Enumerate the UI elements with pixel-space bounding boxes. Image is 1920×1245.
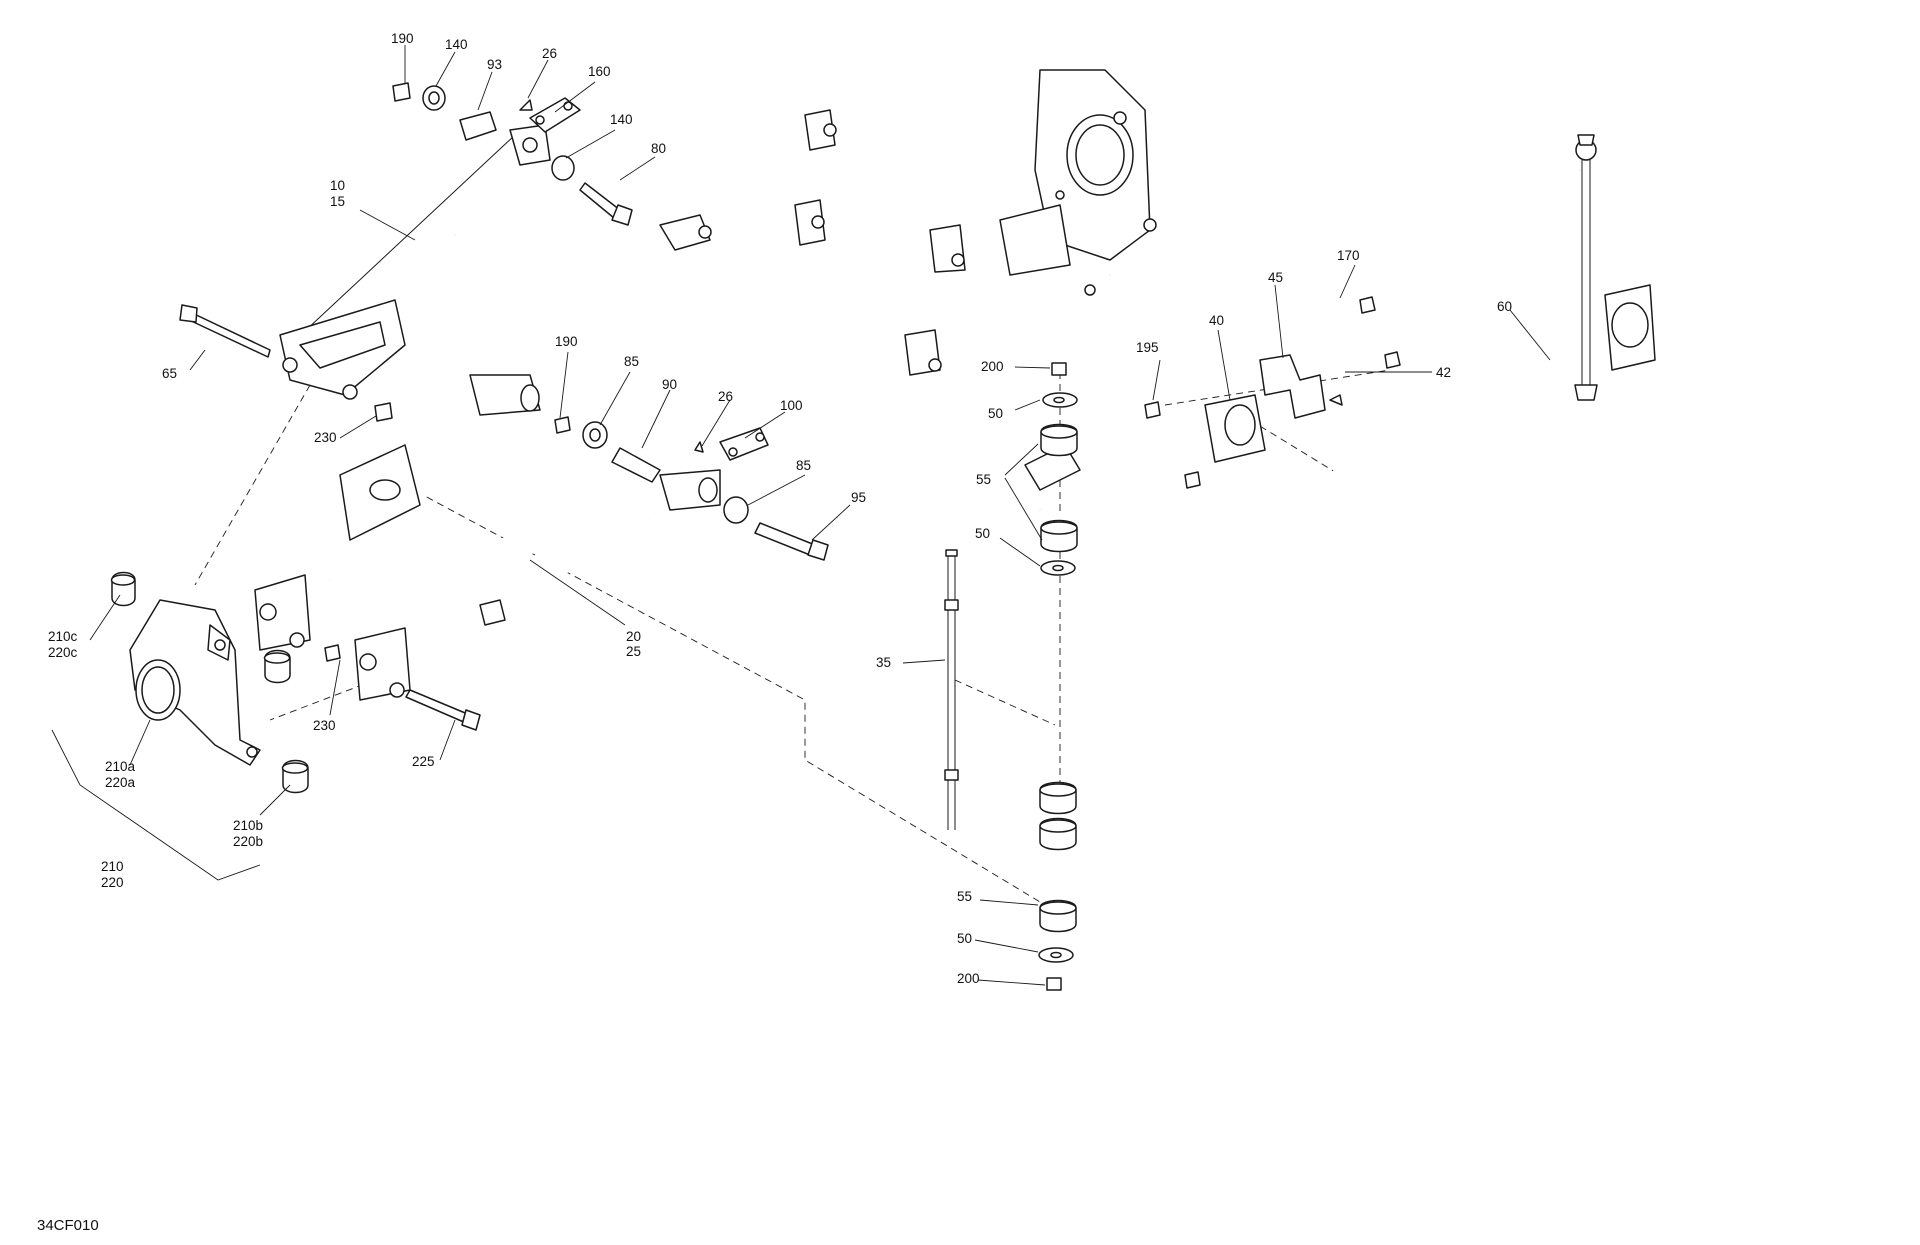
- callout-label: 220c: [48, 645, 78, 660]
- callout-label: 225: [412, 754, 435, 769]
- lower-arm-hardware: [324, 416, 829, 731]
- callout-label: 220a: [105, 775, 136, 790]
- callout-label: 210a: [105, 759, 136, 774]
- sway-bar-bushing: [1144, 296, 1401, 489]
- callout-label: 65: [162, 366, 177, 381]
- upper-arm-hardware: [179, 82, 633, 422]
- callout-label: 220b: [233, 834, 263, 849]
- callout-label: 50: [975, 526, 990, 541]
- callout-labels: 190 140 93 26 160 140 80 10 15 65 230 19…: [48, 31, 1512, 986]
- callout-label: 140: [610, 112, 633, 127]
- callout-label: 60: [1497, 299, 1512, 314]
- callout-label: 15: [330, 194, 345, 209]
- callout-label: 85: [796, 458, 811, 473]
- callout-label: 160: [588, 64, 611, 79]
- callout-label: 85: [624, 354, 639, 369]
- callout-label: 140: [445, 37, 468, 52]
- callout-label: 26: [542, 46, 557, 61]
- callout-label: 95: [851, 490, 866, 505]
- callout-label: 190: [555, 334, 578, 349]
- callout-label: 80: [651, 141, 666, 156]
- callout-label: 45: [1268, 270, 1283, 285]
- callout-label: 25: [626, 644, 641, 659]
- callout-label: 200: [981, 359, 1004, 374]
- link-hardware-stack: [1038, 362, 1078, 991]
- knuckle-assembly: [110, 571, 309, 794]
- drawing-code: 34CF010: [37, 1217, 99, 1234]
- sway-bar: [983, 134, 1739, 565]
- link-rod: [944, 549, 959, 830]
- callout-label: 100: [780, 398, 803, 413]
- callout-label: 195: [1136, 340, 1159, 355]
- callout-label: 42: [1436, 365, 1451, 380]
- callout-label: 35: [876, 655, 891, 670]
- callout-label: 93: [487, 57, 502, 72]
- callout-label: 40: [1209, 313, 1224, 328]
- callout-label: 10: [330, 178, 345, 193]
- callout-label: 210c: [48, 629, 78, 644]
- callout-label: 220: [101, 875, 124, 890]
- frame-subassembly: [794, 69, 1157, 376]
- callout-label: 230: [314, 430, 337, 445]
- callout-label: 200: [957, 971, 980, 986]
- callout-label: 20: [626, 629, 641, 644]
- callout-label: 190: [391, 31, 414, 46]
- callout-label: 210: [101, 859, 124, 874]
- callout-label: 26: [718, 389, 733, 404]
- callout-label: 90: [662, 377, 677, 392]
- callout-label: 50: [957, 931, 972, 946]
- callout-label: 55: [957, 889, 972, 904]
- leader-lines: [51, 45, 1551, 986]
- callout-label: 210b: [233, 818, 263, 833]
- callout-label: 55: [976, 472, 991, 487]
- upper-a-arm: [266, 121, 712, 400]
- callout-label: 230: [313, 718, 336, 733]
- callout-label: 50: [988, 406, 1003, 421]
- callout-label: 170: [1337, 248, 1360, 263]
